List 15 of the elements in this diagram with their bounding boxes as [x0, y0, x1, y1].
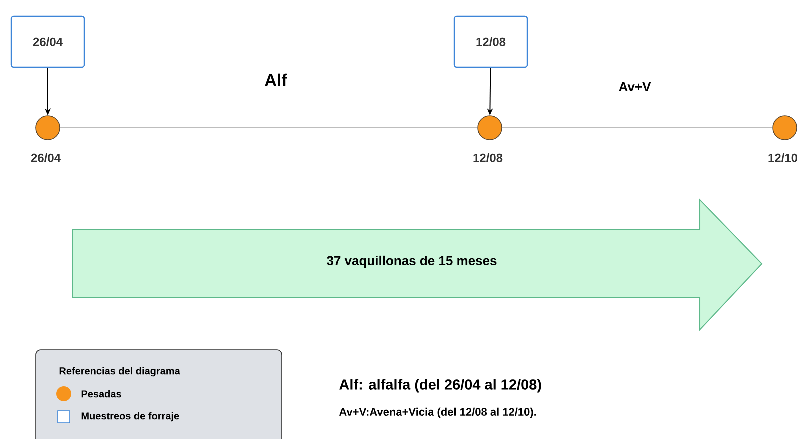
legend-text: Muestreos de forraje: [82, 412, 180, 422]
note-text: Av+V:Avena+Vicia (del 12/08 al 12/10).: [339, 408, 536, 418]
date-label: 26/04: [31, 154, 61, 162]
milestone-circle: [36, 116, 60, 140]
note-text: Alf: alfalfa (del 26/04 al 12/08): [340, 379, 542, 393]
legend-title: Referencias del diagrama: [60, 367, 180, 377]
date-box: 12/08: [454, 16, 528, 68]
date-label: 12/10: [768, 154, 798, 162]
section-label: Alf: [265, 74, 288, 86]
section-label: Av+V: [619, 82, 652, 92]
milestone-circle: [772, 116, 798, 140]
date-label: 12/08: [474, 154, 503, 162]
date-box: 26/04: [10, 16, 86, 68]
milestone-circle: [478, 116, 502, 140]
legend-text: Pesadas: [82, 390, 122, 398]
